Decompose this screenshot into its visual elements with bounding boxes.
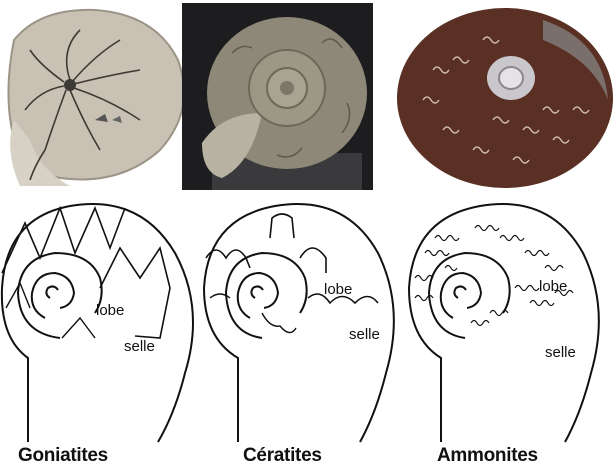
ceratites-caption: Cératites (243, 445, 322, 467)
lobe-label: lobe (96, 302, 124, 319)
ammonite-suture-drawing: lobe selle (405, 198, 609, 444)
selle-label: selle (349, 326, 380, 343)
ammonite-fossil-photo (393, 0, 614, 192)
selle-label: selle (545, 344, 576, 361)
goniatite-suture-drawing: lobe selle (0, 198, 204, 444)
lobe-label: lobe (539, 278, 567, 295)
ceratite-fossil-photo (182, 3, 373, 190)
ammonites-caption: Ammonites (437, 445, 538, 467)
goniatite-fossil-photo (0, 0, 204, 190)
goniatites-caption: Goniatites (18, 445, 108, 467)
ceratite-suture-drawing: lobe selle (200, 198, 404, 444)
selle-label: selle (124, 338, 155, 355)
lobe-label: lobe (324, 281, 352, 298)
